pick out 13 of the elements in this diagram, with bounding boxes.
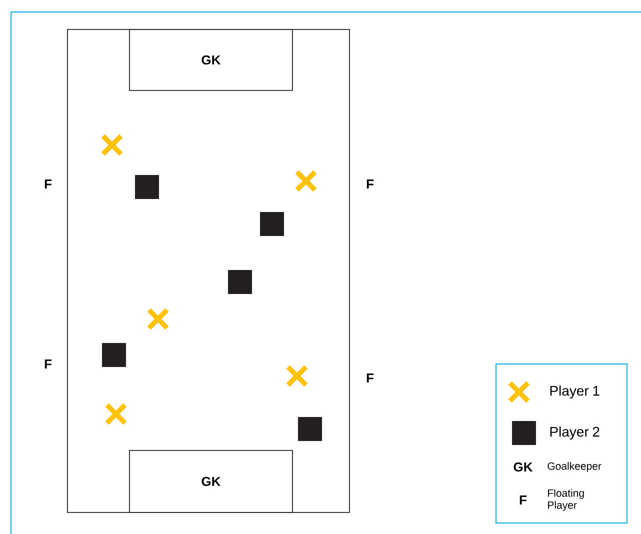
goal-area-box: GK — [129, 29, 293, 91]
goal-area-box: GK — [129, 450, 293, 513]
legend-symbol: F — [520, 496, 526, 504]
legend-text: Player 1 — [550, 385, 600, 399]
pitch-outline — [67, 29, 350, 513]
floating-player-label: F — [366, 180, 374, 188]
floating-player-label: F — [366, 374, 374, 382]
legend-symbol: GK — [514, 462, 533, 472]
legend-text: Player 2 — [550, 426, 600, 440]
legend-text: Goalkeeper — [548, 462, 602, 472]
floating-player-label: F — [44, 360, 52, 368]
floating-player-label: F — [44, 180, 52, 188]
legend-text: Floating Player — [548, 489, 584, 511]
